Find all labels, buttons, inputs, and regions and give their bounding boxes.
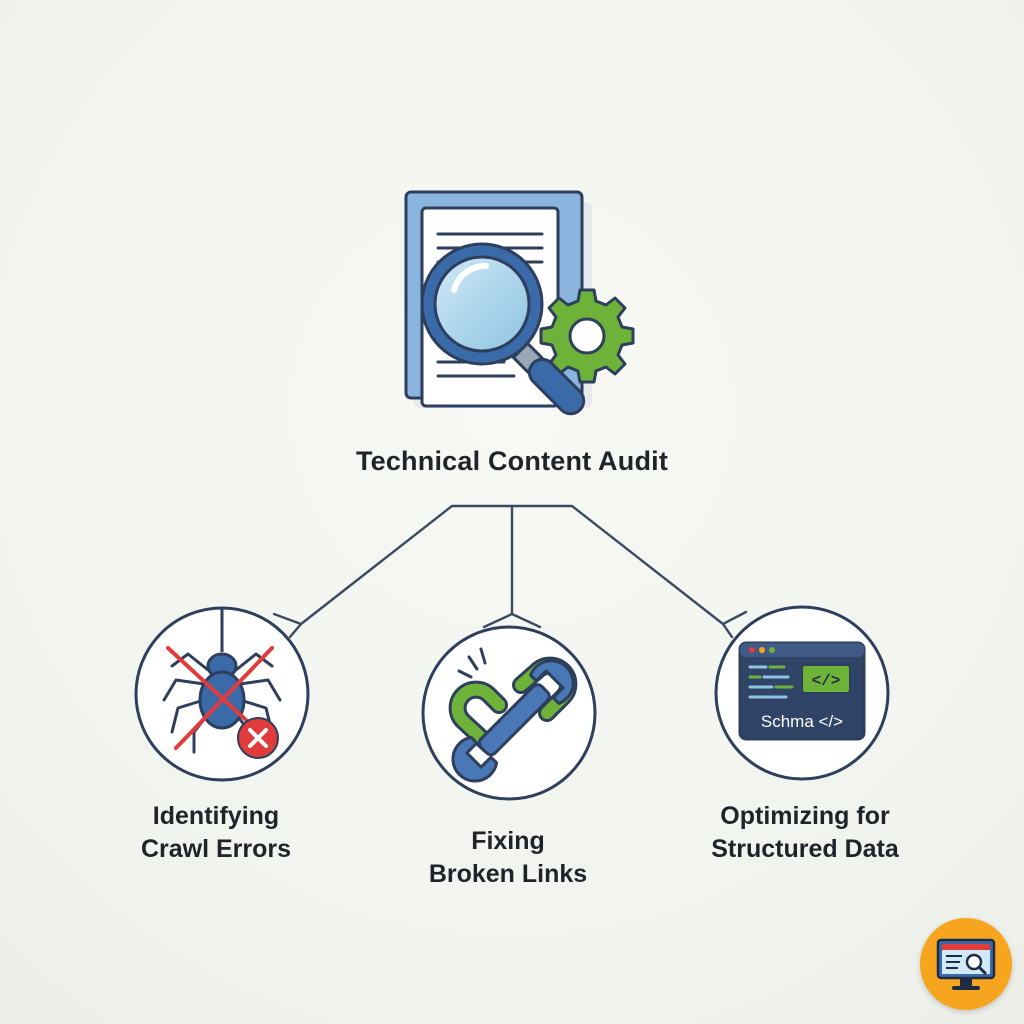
connector-left — [299, 504, 514, 626]
connector-right — [510, 504, 725, 626]
broken-link-wrench-icon — [421, 625, 597, 801]
branch-label-structured-data: Optimizing for Structured Data — [675, 800, 935, 866]
branch-label-line: Optimizing for — [720, 802, 890, 830]
root-title: Technical Content Audit — [355, 446, 669, 476]
branch-label-broken-links: Fixing Broken Links — [378, 825, 638, 891]
document-magnifier-gear-icon — [404, 190, 635, 416]
monitor-search-icon — [936, 938, 996, 990]
branch-label-line: Broken Links — [428, 860, 588, 888]
branch-label-line: Structured Data — [711, 835, 899, 863]
branch-label-line: Identifying — [152, 802, 280, 830]
schema-text: Schma </> — [761, 712, 843, 731]
crossed-spider-error-icon — [134, 606, 310, 782]
code-tag-text: </> — [812, 672, 841, 690]
schema-code-window-icon: </> Schma </> — [714, 605, 890, 781]
branch-label-line: Crawl Errors — [140, 835, 292, 863]
branch-label-crawl-errors: Identifying Crawl Errors — [86, 800, 346, 866]
logo-badge — [920, 918, 1012, 1010]
branch-label-line: Fixing — [471, 827, 545, 855]
